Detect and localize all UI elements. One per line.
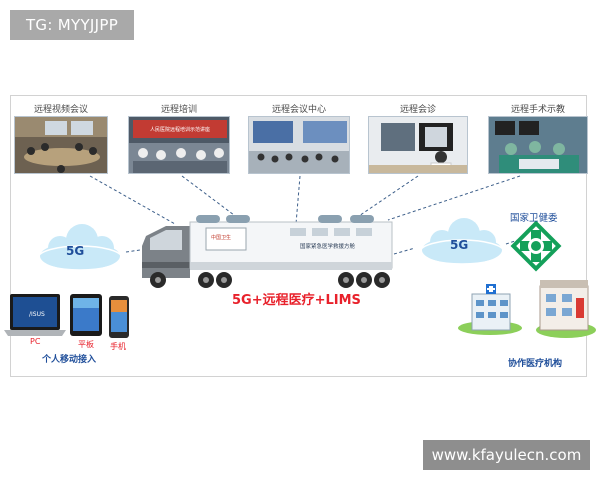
tablet-icon [70,294,102,336]
cloud-right-label: 5G [450,238,469,252]
pc-brand-label: /ISUS [29,311,45,318]
remote-training-photo: 人民医院远程培训示范讲座 [128,116,230,174]
video-conference-photo [14,116,108,174]
hospital-building-icon [458,284,522,335]
photo-label-surgery-teaching: 远程手术示教 [510,105,565,115]
truck-door-logo: 中国卫生 [211,235,232,241]
main-caption: 5G+远程医疗+LIMS [232,293,361,308]
watermark: www.kfayulecn.com [423,440,590,470]
tablet-label: 平板 [78,340,94,349]
phone-icon [109,296,129,338]
photo-label-remote-training: 远程培训 [160,105,197,115]
surgery-teaching-photo [488,116,588,174]
connection-lines [89,175,521,255]
cloud-left-label: 5G [66,244,85,258]
remote-consultation-photo [368,116,468,174]
health-commission-label: 国家卫健委 [510,213,558,224]
personal-access-label: 个人移动接入 [42,355,97,365]
medical-truck-icon [142,215,393,288]
photo-label-meeting-center: 远程会议中心 [271,105,326,115]
pc-label: PC [30,337,41,346]
clinic-building-icon [536,280,596,338]
diagram-frame [10,95,587,377]
corner-tag: TG: MYYJJPP [10,10,134,40]
laptop-icon [4,294,66,336]
institutions-label: 协作医疗机构 [508,359,563,369]
truck-trailer-text: 国家紧急医学救援方舱 [300,244,356,250]
cloud-5g-left [37,224,123,271]
training-screen-text: 人民医院远程培训示范讲座 [150,126,210,133]
photo-label-video-conference: 远程视频会议 [33,105,88,115]
meeting-center-photo [248,116,350,174]
photo-label-remote-consultation: 远程会诊 [399,105,436,115]
health-commission-logo-icon [510,220,562,272]
cloud-5g-right [419,218,505,265]
phone-label: 手机 [110,342,126,351]
